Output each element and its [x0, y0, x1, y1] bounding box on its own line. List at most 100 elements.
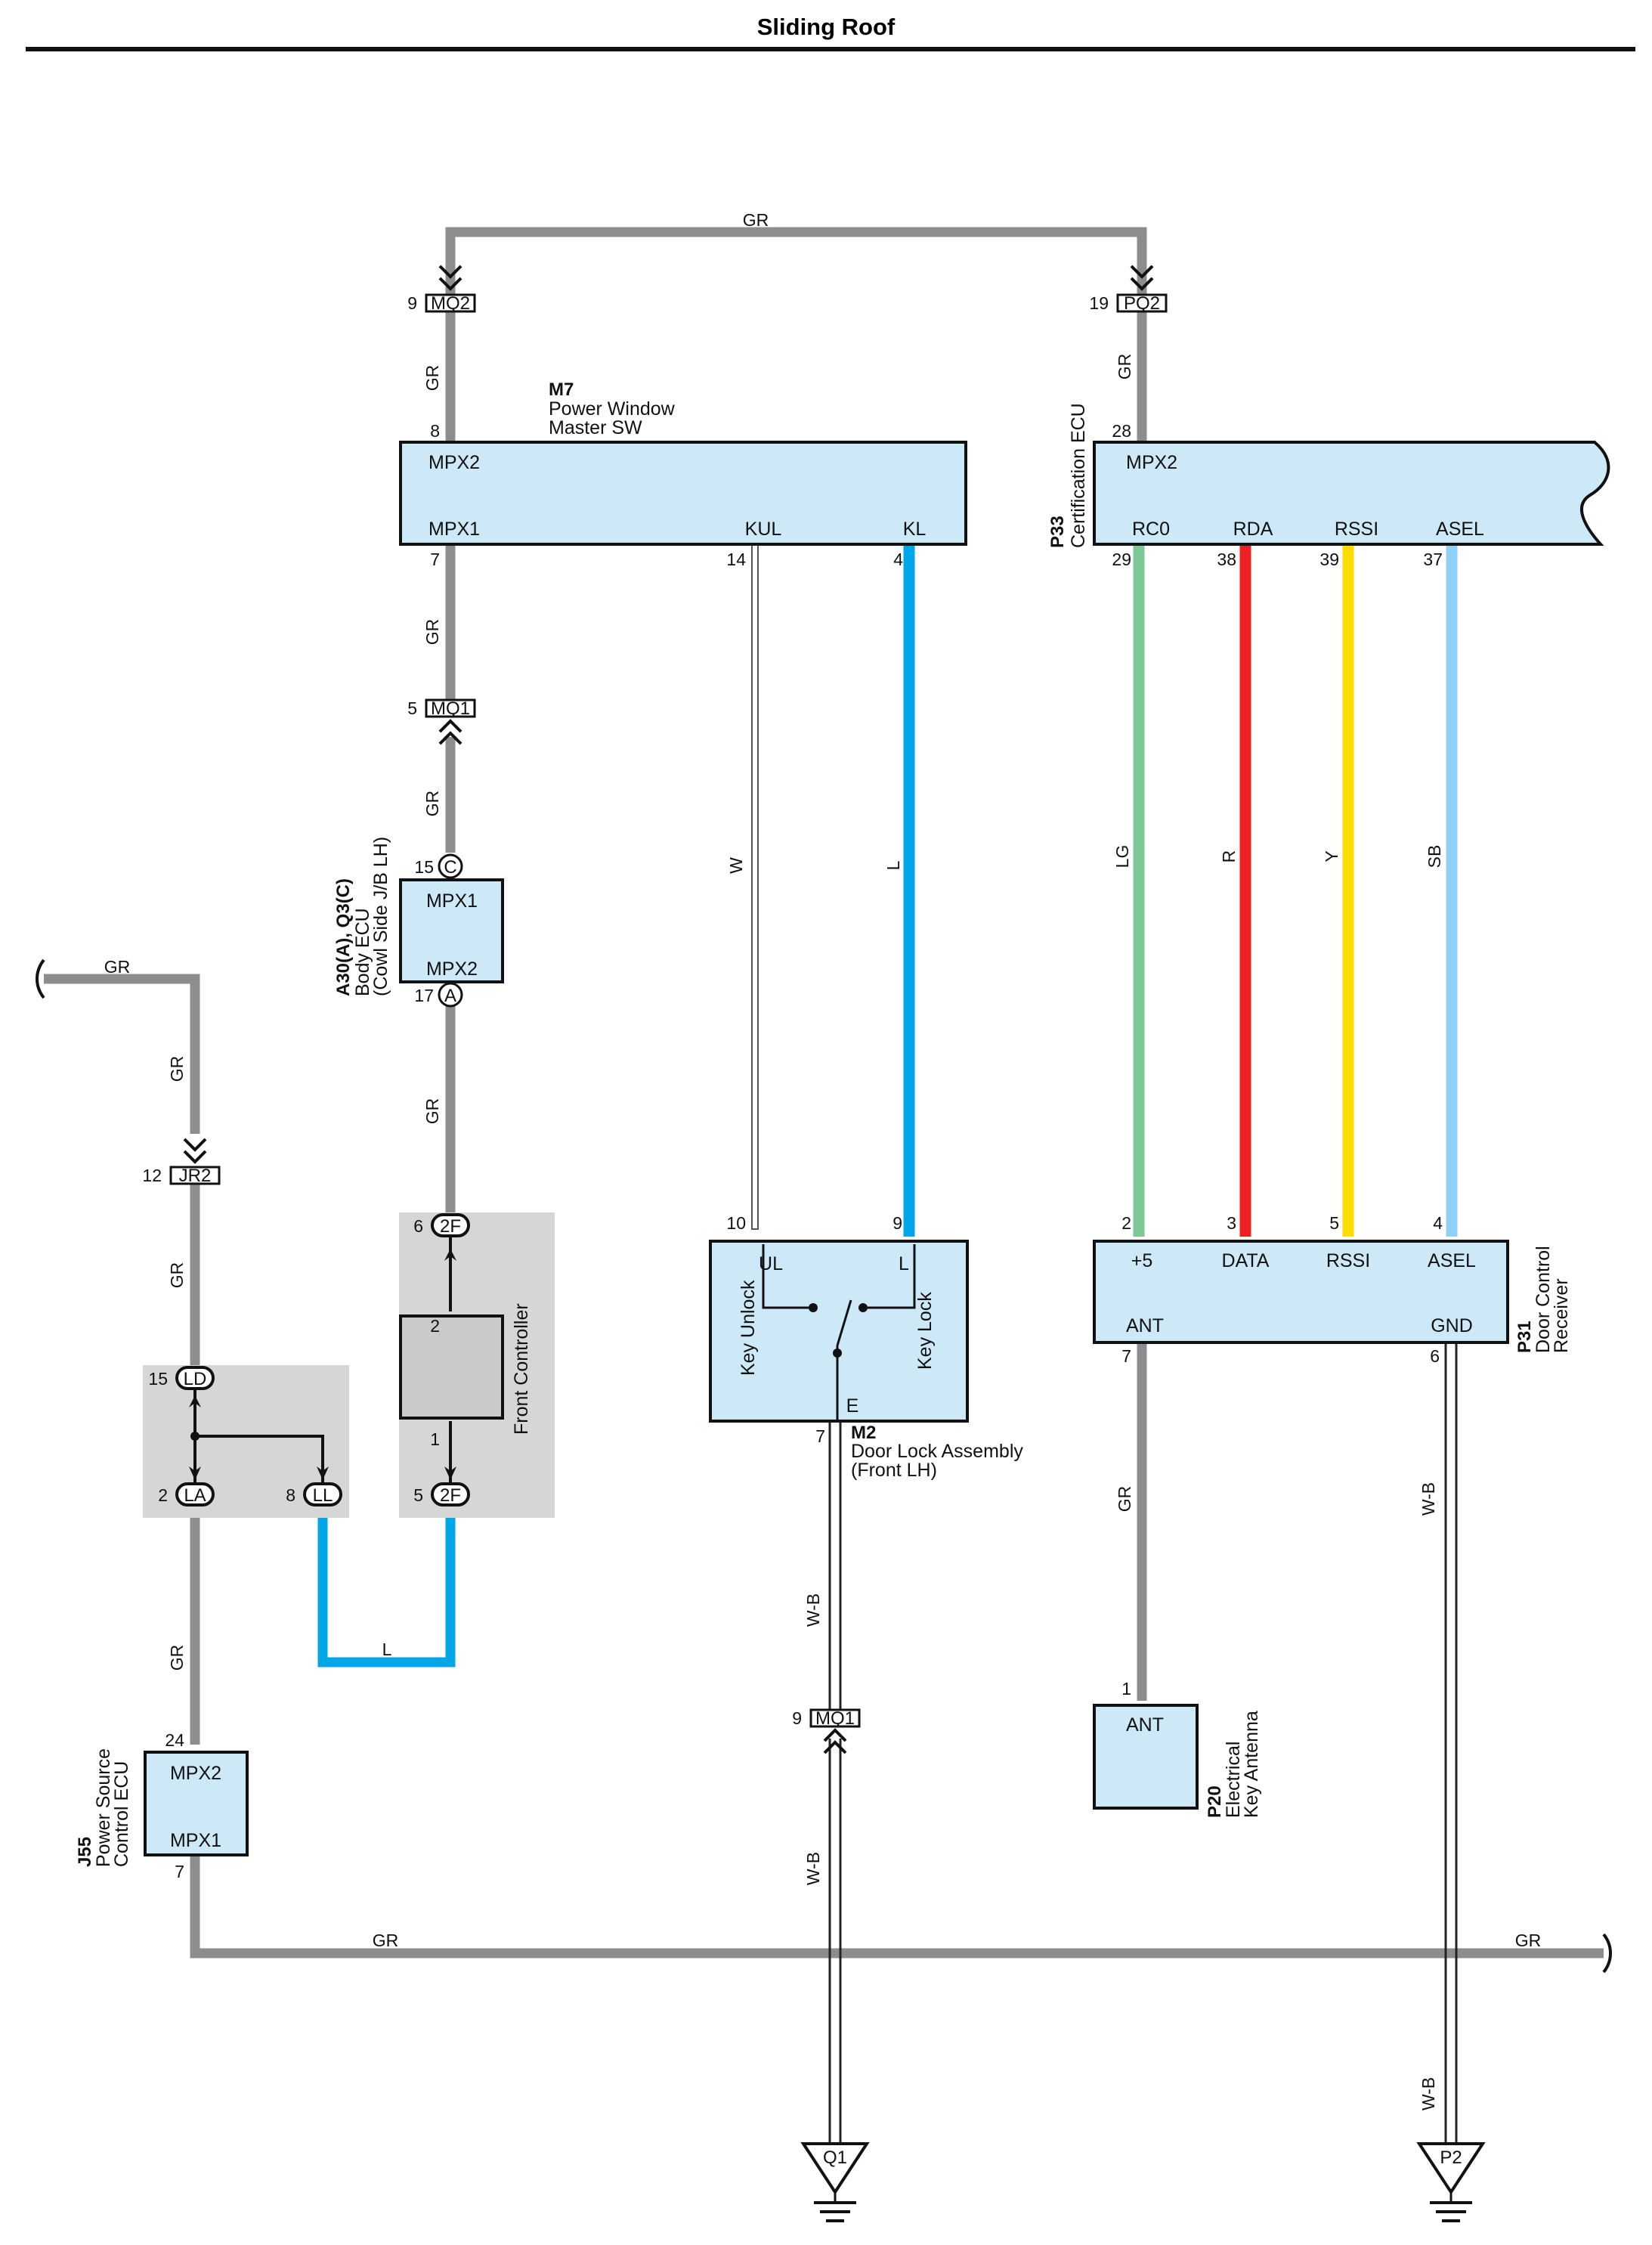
- wire-label-left-jr2: GR: [167, 1056, 187, 1082]
- front-controller-name: Front Controller: [511, 1303, 532, 1435]
- ground-p2: P2: [1416, 2142, 1486, 2222]
- pin-j55-mpx2: 24: [165, 1730, 184, 1750]
- p33-mpx2: MPX2: [1126, 452, 1177, 473]
- connector-2f-bottom: 2F 5: [413, 1482, 470, 1506]
- pin-p31-gnd: 6: [1430, 1346, 1440, 1366]
- wire-label-left-top: GR: [104, 957, 131, 977]
- m7-mpx2: MPX2: [428, 452, 480, 473]
- ground-p2-label: P2: [1440, 2147, 1462, 2168]
- ground-q1: Q1: [800, 2142, 870, 2222]
- pin-p33-rssi: 39: [1319, 550, 1339, 569]
- pin-numbers: 8 7 14 4 28 29 38 39 37 10 9 7 2 3 5 4 7…: [165, 421, 1443, 1881]
- pin-p31-data: 3: [1227, 1213, 1236, 1233]
- pin-p31-p5: 2: [1121, 1213, 1131, 1233]
- wire-label-kul-w: W: [726, 857, 746, 874]
- connector-mq1-bottom-name: MQ1: [815, 1708, 855, 1729]
- connector-ld-pin: 15: [148, 1369, 168, 1389]
- wire-break-left: [36, 958, 45, 999]
- pin-front-controller-top: 2: [430, 1316, 440, 1336]
- j55-code: J55: [75, 1837, 95, 1867]
- pin-p33-mpx2: 28: [1112, 421, 1131, 441]
- wire-loop-l: [317, 1518, 456, 1667]
- junction-arrows: [189, 1249, 456, 1480]
- wire-label-top-gr: GR: [743, 210, 769, 230]
- wire-label-rda-r: R: [1219, 850, 1239, 863]
- j55-name-1: Power Source: [93, 1748, 114, 1867]
- m2-l: L: [899, 1253, 909, 1274]
- connector-2f-bottom-name: 2F: [440, 1485, 461, 1506]
- p31-plus5: +5: [1131, 1250, 1153, 1271]
- body-ecu-name-2: (Cowl Side J/B LH): [370, 837, 391, 996]
- wire-label-bottom-gr-left: GR: [373, 1931, 399, 1950]
- pin-p33-asel: 37: [1423, 550, 1443, 569]
- wire-label-bottom-gr-right: GR: [1515, 1931, 1542, 1950]
- m2-code: M2: [851, 1423, 876, 1443]
- connector-ll-name: LL: [313, 1485, 333, 1506]
- pin-p20-ant: 1: [1121, 1679, 1131, 1698]
- m2-switch-contacts: [809, 1303, 868, 1358]
- p33-asel: ASEL: [1436, 519, 1484, 540]
- pin-p31-asel: 4: [1433, 1213, 1443, 1233]
- p33-code: P33: [1047, 516, 1068, 548]
- connector-mq2-pin: 9: [407, 293, 417, 313]
- component-m2-door-lock-assembly: [709, 1240, 969, 1423]
- wire-label-jr2-ld: GR: [167, 1262, 187, 1289]
- m7-mpx1: MPX1: [428, 519, 480, 540]
- connector-ll-pin: 8: [286, 1485, 295, 1505]
- wire-label-body-2f: GR: [422, 1098, 442, 1125]
- connector-mq1-bottom-pin: 9: [792, 1708, 802, 1728]
- component-front-controller: [399, 1314, 504, 1420]
- p31-rssi: RSSI: [1326, 1250, 1370, 1271]
- connector-mq2-name: MQ2: [431, 293, 470, 314]
- pin-p33-rda: 38: [1217, 550, 1236, 569]
- p31-gnd: GND: [1431, 1315, 1473, 1336]
- connector-pq2: PQ2 19: [1089, 265, 1168, 314]
- component-m7-power-window-master-sw: [399, 441, 967, 546]
- wire-left-gr: [44, 974, 200, 1134]
- pin-m7-mpx2: 8: [430, 421, 440, 441]
- pin-m7-kl: 4: [893, 550, 903, 569]
- wire-break-right: [1602, 1933, 1612, 1974]
- ground-q1-label: Q1: [823, 2147, 847, 2168]
- j55-name-2: Control ECU: [111, 1761, 132, 1867]
- pin-m2-e: 7: [815, 1426, 825, 1446]
- connector-2f-top-pin: 6: [413, 1216, 423, 1236]
- connector-mq1-top-name: MQ1: [431, 698, 470, 719]
- m2-name-1: Door Lock Assembly: [851, 1441, 1023, 1462]
- splice-dot: [190, 1432, 200, 1441]
- connector-la: LA 2: [158, 1482, 215, 1506]
- connector-2f-bottom-pin: 5: [413, 1485, 423, 1505]
- connector-body-c-pin: 15: [414, 857, 434, 877]
- connector-mq1-bottom: MQ1 9: [792, 1708, 861, 1754]
- p31-data: DATA: [1222, 1250, 1270, 1271]
- m2-e: E: [846, 1395, 859, 1417]
- pin-p33-rc0: 29: [1112, 550, 1131, 569]
- m2-key-lock: Key Lock: [914, 1292, 936, 1370]
- p20-ant: ANT: [1126, 1714, 1164, 1736]
- connector-ll: LL 8: [286, 1482, 342, 1506]
- wire-label-pq2-p33: GR: [1115, 354, 1134, 380]
- wire-top-gr: [445, 227, 1147, 295]
- wire-label-mq1-body: GR: [422, 791, 442, 817]
- component-p31-door-control-receiver: [1093, 1240, 1509, 1344]
- connector-2f-top: 2F 6: [413, 1213, 470, 1237]
- connector-body-a: A 17: [414, 982, 463, 1008]
- p33-rda: RDA: [1233, 519, 1273, 540]
- component-p33-certification-ecu: [1093, 441, 1610, 546]
- connector-la-pin: 2: [158, 1485, 168, 1505]
- connector-pq2-pin: 19: [1089, 293, 1109, 313]
- component-text: M7 Power Window Master SW MPX2 MPX1 KUL …: [75, 379, 1572, 1867]
- p20-name-1: Electrical: [1223, 1742, 1244, 1818]
- connector-mq2: MQ2 9: [407, 265, 476, 314]
- connector-la-name: LA: [184, 1485, 206, 1506]
- wire-label-m2-wb2: W-B: [803, 1852, 823, 1885]
- connector-jr2-name: JR2: [179, 1166, 212, 1186]
- connector-jr2: JR2 12: [142, 1138, 221, 1186]
- connector-ld-name: LD: [184, 1369, 207, 1389]
- j55-mpx1: MPX1: [170, 1830, 221, 1851]
- p20-name-2: Key Antenna: [1241, 1711, 1262, 1818]
- body-ecu-mpx2: MPX2: [426, 958, 478, 980]
- connector-mq1-top-pin: 5: [407, 698, 417, 718]
